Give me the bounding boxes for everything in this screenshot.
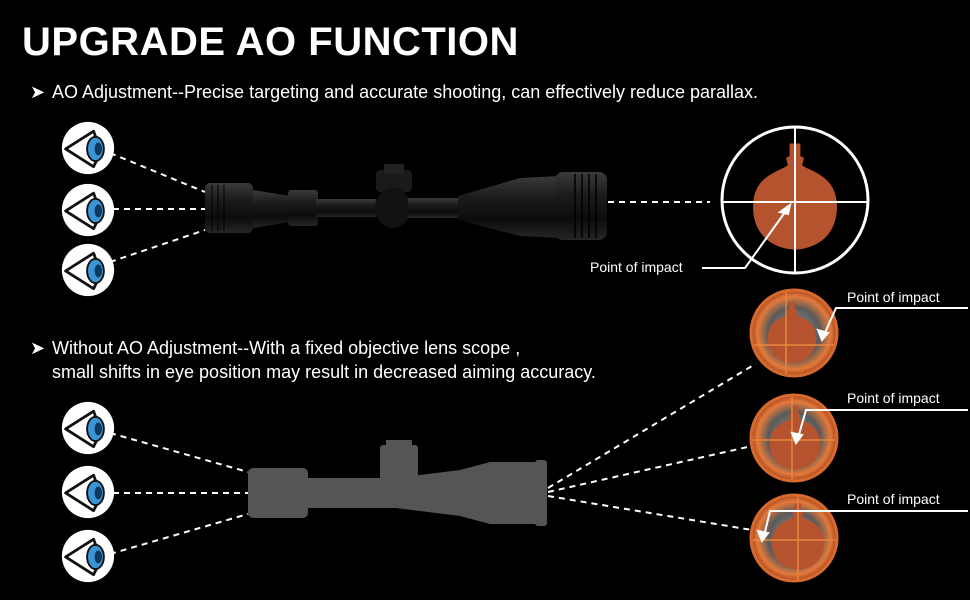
sight-lines-bottom bbox=[109, 365, 753, 555]
point-of-impact-label-2: Point of impact bbox=[847, 390, 940, 406]
arrowhead-icon: ➤ bbox=[30, 82, 46, 102]
page-title: UPGRADE AO FUNCTION bbox=[22, 20, 519, 64]
arrowhead-icon: ➤ bbox=[30, 338, 46, 358]
point-of-impact-pointer-2 bbox=[790, 409, 968, 446]
point-of-impact-label-ao: Point of impact bbox=[590, 259, 683, 275]
eye-icon-bottom-2 bbox=[60, 464, 116, 520]
eye-icon-top-2 bbox=[60, 182, 116, 238]
reticle-view-shift-1 bbox=[749, 288, 839, 378]
point-of-impact-label-3: Point of impact bbox=[847, 491, 940, 507]
with-ao-description: ➤ AO Adjustment--Precise targeting and ac… bbox=[30, 80, 758, 104]
eye-icon-top-1 bbox=[60, 120, 116, 176]
eye-icon-bottom-3 bbox=[60, 528, 116, 584]
with-ao-text: AO Adjustment--Precise targeting and acc… bbox=[52, 82, 759, 102]
without-ao-line1: Without AO Adjustment--With a fixed obje… bbox=[52, 338, 521, 358]
point-of-impact-pointer-1 bbox=[816, 307, 968, 342]
point-of-impact-pointer-ao bbox=[702, 202, 792, 269]
sight-lines-top bbox=[109, 152, 710, 263]
reticle-view-ao bbox=[720, 125, 870, 275]
reticle-view-shift-3 bbox=[749, 493, 839, 583]
rifle-scope-ao bbox=[205, 164, 607, 240]
without-ao-line2: small shifts in eye position may result … bbox=[52, 362, 596, 382]
fixed-lens-scope bbox=[248, 440, 547, 526]
point-of-impact-pointer-3 bbox=[756, 510, 968, 544]
eye-icon-bottom-1 bbox=[60, 400, 116, 456]
point-of-impact-label-1: Point of impact bbox=[847, 289, 940, 305]
eye-icon-top-3 bbox=[60, 242, 116, 298]
without-ao-description: ➤ Without AO Adjustment--With a fixed obj… bbox=[30, 336, 596, 384]
